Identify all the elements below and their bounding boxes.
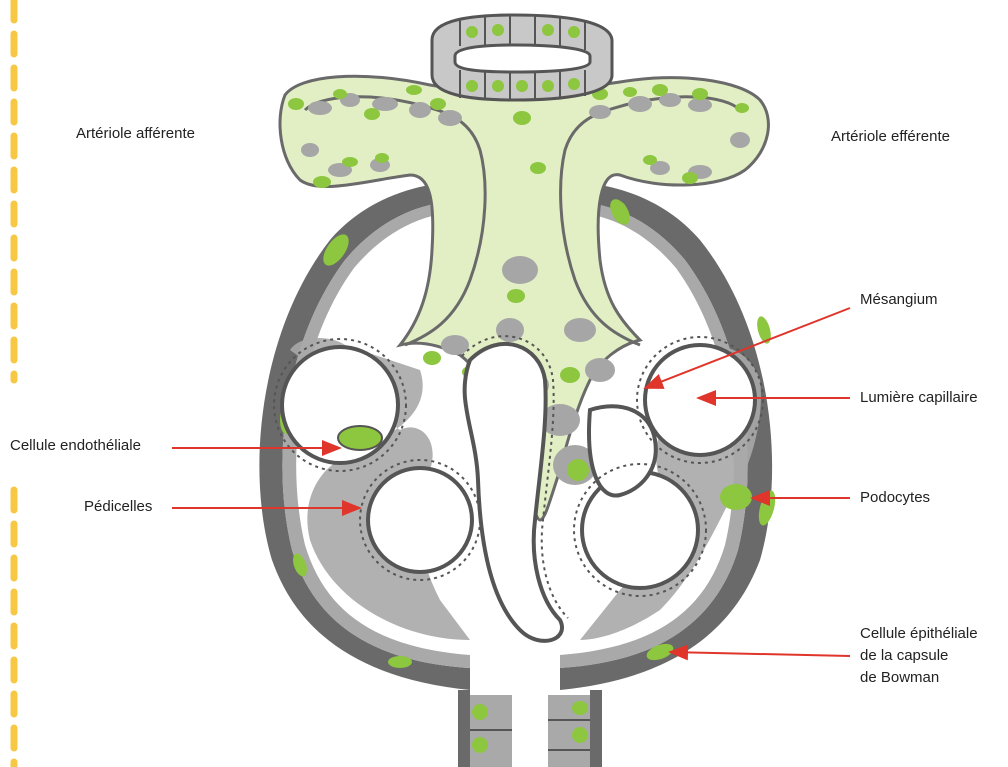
urinary-pole-tubule bbox=[458, 690, 602, 767]
label-arteriole-afferente: Artériole afférente bbox=[76, 124, 195, 144]
label-cellule-endotheliale: Cellule endothéliale bbox=[10, 436, 141, 456]
label-cellule-epitheliale-line2: de la capsule bbox=[860, 646, 948, 666]
label-cellule-epitheliale-line1: Cellule épithéliale bbox=[860, 624, 978, 644]
macula-densa-tubule bbox=[432, 15, 612, 100]
endothelial-nucleus bbox=[338, 426, 382, 450]
label-podocytes: Podocytes bbox=[860, 488, 930, 508]
label-pedicelles: Pédicelles bbox=[84, 497, 152, 517]
label-arteriole-efferente: Artériole efférente bbox=[831, 127, 950, 147]
label-cellule-epitheliale-line3: de Bowman bbox=[860, 668, 939, 688]
label-mesangium: Mésangium bbox=[860, 290, 938, 310]
label-lumiere-capillaire: Lumière capillaire bbox=[860, 388, 978, 408]
